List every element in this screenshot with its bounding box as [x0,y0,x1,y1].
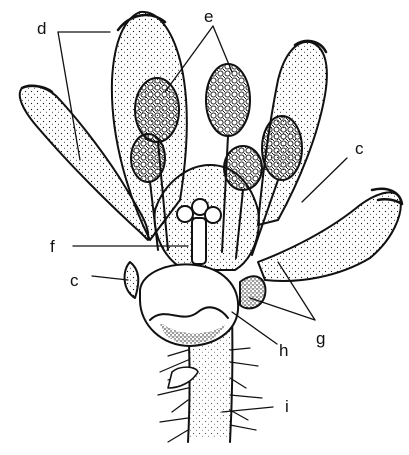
stigma-lobe-3 [205,207,221,223]
label-c-upper: c [355,140,364,157]
right-bract [240,276,265,308]
anther-center [206,64,250,136]
anther-right [262,116,302,180]
label-i: i [285,398,289,415]
label-f: f [50,238,55,255]
label-d: d [37,20,46,37]
stem-right-edge [230,312,232,442]
style [192,218,206,264]
label-h: h [279,342,288,359]
stigma-lobe-1 [177,206,193,222]
anther-mid [224,146,262,190]
label-c-lower: c [70,272,79,289]
anther-left-top [135,78,179,142]
label-g: g [316,330,325,347]
label-e: e [204,8,213,25]
stem-hairs-right [230,348,262,430]
stem-hairs-left [158,350,188,442]
